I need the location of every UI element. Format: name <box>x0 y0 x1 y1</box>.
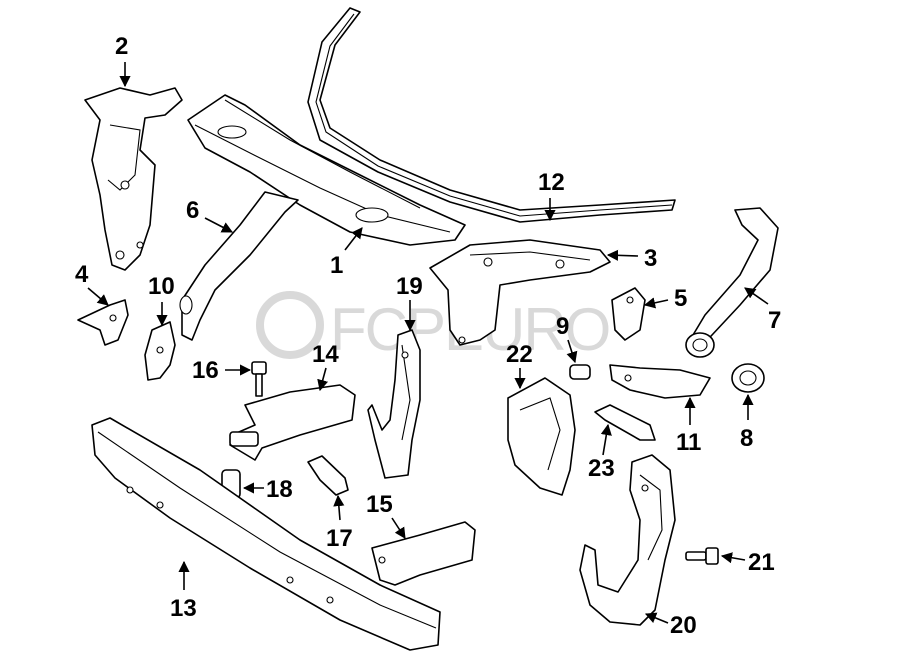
part-20-support <box>579 454 676 626</box>
callout-11: 11 <box>676 429 701 456</box>
part-13-bumper <box>91 417 441 651</box>
callout-17: 17 <box>326 525 353 552</box>
part-10-bracket <box>144 321 176 381</box>
callout-21: 21 <box>748 549 775 576</box>
callout-15: 15 <box>366 491 393 518</box>
part-5-bracket <box>611 287 646 341</box>
part-2-bracket <box>84 87 183 271</box>
part-1-cowl <box>187 94 466 246</box>
callout-3: 3 <box>644 245 657 272</box>
part-3-bracket <box>429 239 611 346</box>
leader-lines <box>87 62 769 624</box>
callout-13: 13 <box>170 595 197 622</box>
part-6-brace <box>179 191 299 341</box>
part-8-bushing <box>731 363 765 393</box>
callout-2: 2 <box>115 33 128 60</box>
callout-7: 7 <box>768 307 781 334</box>
part-4-bracket <box>77 299 129 346</box>
callout-9: 9 <box>556 313 569 340</box>
callout-16: 16 <box>192 357 219 384</box>
callout-22: 22 <box>506 341 533 368</box>
part-22-deflector <box>507 377 576 496</box>
part-23-bracket <box>594 404 656 441</box>
part-16-bolt <box>251 361 267 397</box>
part-19-support <box>367 329 421 479</box>
callout-12: 12 <box>538 169 565 196</box>
part-7-arm <box>685 207 779 358</box>
callout-20: 20 <box>670 612 697 639</box>
part-15-mount <box>371 521 476 586</box>
part-11-bracket <box>609 364 711 399</box>
part-12-seal <box>307 7 676 223</box>
callout-18: 18 <box>266 476 293 503</box>
callout-23: 23 <box>588 455 615 482</box>
part-21-bolt <box>685 547 719 565</box>
callout-19: 19 <box>396 273 423 300</box>
callout-14: 14 <box>312 341 339 368</box>
callout-10: 10 <box>148 273 175 300</box>
callout-1: 1 <box>330 252 343 279</box>
part-17-bolt <box>307 455 349 496</box>
callout-8: 8 <box>740 425 753 452</box>
callout-5: 5 <box>674 285 687 312</box>
part-14-mount <box>229 384 356 461</box>
callout-4: 4 <box>75 261 89 288</box>
callout-labels: 2 12 6 1 3 4 10 19 5 7 9 22 16 14 8 11 2… <box>75 33 781 639</box>
callout-6: 6 <box>186 197 199 224</box>
part-9-clip <box>569 364 591 380</box>
